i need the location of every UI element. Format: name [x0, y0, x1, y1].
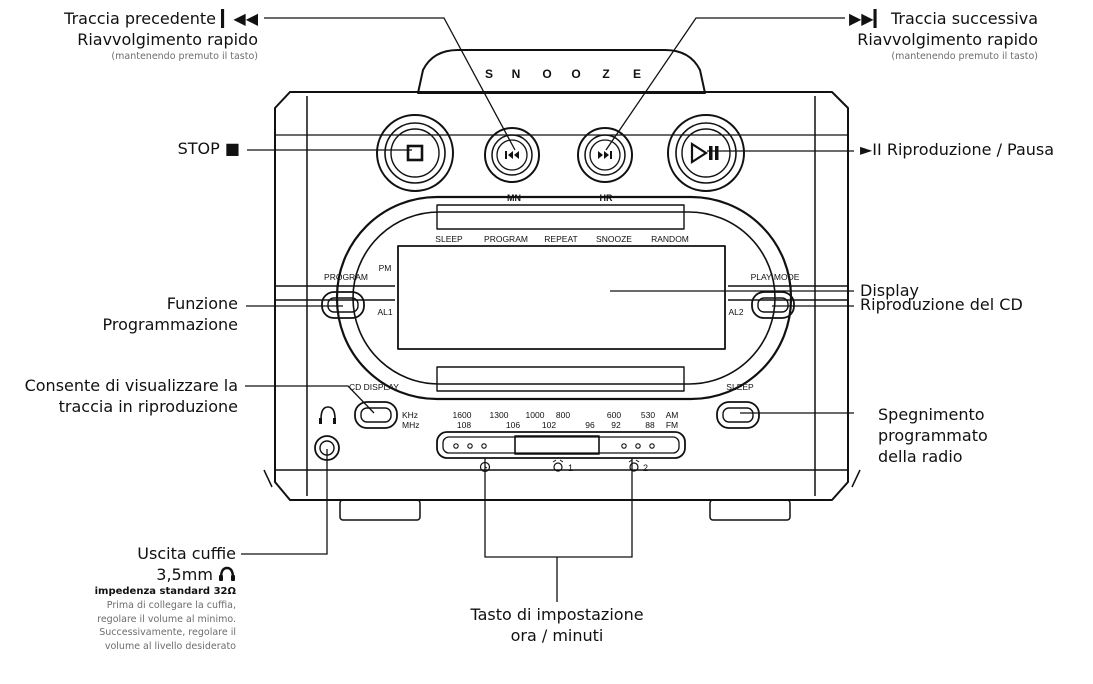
program-line2: Programmazione: [102, 315, 238, 334]
headphones-note-3: Successivamente, regolare il: [99, 627, 236, 638]
mhz-value: 106: [506, 420, 520, 430]
snooze-letter: S: [485, 67, 493, 81]
snooze-letter: O: [542, 67, 551, 81]
program-label: PROGRAM: [324, 272, 368, 282]
callout-display: Display: [860, 280, 919, 301]
alarm-2-label: 2: [643, 463, 648, 473]
mhz-value: 92: [611, 420, 621, 430]
am-label: AM: [666, 410, 679, 420]
headphones-note-1: Prima di collegare la cuffia,: [106, 600, 236, 611]
snooze-letter: E: [633, 67, 641, 81]
leader-cd-display: [245, 385, 375, 414]
sleep-label: SLEEP: [726, 382, 754, 392]
snooze-bar: [417, 49, 706, 94]
mn-label: MN: [507, 193, 521, 203]
leader-prev: [264, 17, 516, 151]
play-button-ring: [667, 114, 745, 192]
play-pause-label: ►II Riproduzione / Pausa: [860, 140, 1055, 159]
callout-headphones: Uscita cuffie 3,5mm impedenza standard 3…: [60, 543, 236, 653]
cd-display-line1: Consente di visualizzare la: [24, 376, 238, 395]
next-button-ring: [577, 127, 633, 183]
next-track-title: ▶▶▎ Traccia successiva: [848, 9, 1038, 28]
next-track-subtitle: Riavvolgimento rapido: [857, 30, 1038, 49]
stop-label: STOP ■: [177, 139, 240, 158]
device-inner-frame: [306, 96, 816, 496]
indicator-program: PROGRAM: [484, 234, 528, 244]
mhz-value: 108: [457, 420, 471, 430]
next-track-note: (mantenendo premuto il tasto): [891, 51, 1038, 62]
al2-label: AL2: [728, 307, 743, 317]
display-label: Display: [860, 281, 919, 300]
time-set-line2: ora / minuti: [510, 626, 604, 645]
khz-value: 1600: [453, 410, 472, 420]
sleep-line1: Spegnimento: [878, 405, 985, 424]
fm-label: FM: [666, 420, 678, 430]
callout-next-track: ▶▶▎ Traccia successiva Riavvolgimento ra…: [846, 8, 1038, 63]
lcd-screen: [397, 245, 726, 350]
foot-right: [709, 499, 791, 521]
pm-label: PM: [379, 263, 392, 273]
device-body-outline: [274, 91, 849, 501]
prev-track-note: (mantenendo premuto il tasto): [111, 51, 258, 62]
khz-value: 800: [556, 410, 570, 420]
snooze-letter: Z: [602, 67, 609, 81]
alarm-1-label: 1: [568, 463, 573, 473]
display-bezel-outer: [335, 195, 793, 401]
callout-prev-track: Traccia precedente ▎◀◀ Riavvolgimento ra…: [60, 8, 258, 63]
prev-track-title: Traccia precedente ▎◀◀: [64, 9, 258, 28]
leader-next: [605, 17, 845, 151]
indicator-repeat: REPEAT: [544, 234, 577, 244]
prev-button-ring: [484, 127, 540, 183]
time-set-slider: [514, 435, 600, 455]
time-set-line1: Tasto di impostazione: [470, 605, 644, 624]
prev-track-subtitle: Riavvolgimento rapido: [77, 30, 258, 49]
al1-label: AL1: [377, 307, 392, 317]
callout-play-mode: Riproduzione del CD: [860, 294, 1023, 315]
leader-headphones: [241, 449, 328, 555]
khz-value: 1000: [526, 410, 545, 420]
snooze-letter: N: [512, 67, 521, 81]
indicator-random: RANDOM: [651, 234, 689, 244]
cd-display-line2: traccia in riproduzione: [58, 397, 238, 416]
play-mode-label: PLAY MODE: [751, 272, 800, 282]
mhz-label: MHz: [402, 420, 419, 430]
headphones-line2: 3,5mm: [156, 565, 213, 584]
play-mode-callout-label: Riproduzione del CD: [860, 295, 1023, 314]
khz-value: 530: [641, 410, 655, 420]
headphones-icon: [219, 566, 235, 581]
sleep-line2: programmato: [878, 426, 988, 445]
callout-sleep: Spegnimento programmato della radio: [878, 404, 988, 467]
headphones-note-4: volume al livello desiderato: [104, 640, 236, 652]
alarm-1-icon: [553, 462, 563, 472]
program-line1: Funzione: [166, 294, 238, 313]
hr-label: HR: [600, 193, 613, 203]
mhz-value: 96: [585, 420, 595, 430]
leader-time-set: [484, 458, 633, 602]
mhz-value: 102: [542, 420, 556, 430]
snooze-letter: O: [571, 67, 580, 81]
callout-stop: STOP ■: [120, 138, 240, 159]
headphones-line1: Uscita cuffie: [137, 544, 236, 563]
sleep-line3: della radio: [878, 447, 963, 466]
khz-value: 1300: [490, 410, 509, 420]
callout-time-set: Tasto di impostazione ora / minuti: [437, 604, 677, 646]
indicator-sleep: SLEEP: [435, 234, 463, 244]
callout-cd-display: Consente di visualizzare la traccia in r…: [12, 375, 238, 417]
mhz-value: 88: [645, 420, 655, 430]
indicator-snooze: SNOOZE: [596, 234, 632, 244]
stop-button-ring: [376, 114, 454, 192]
alarm-2-icon: [629, 462, 639, 472]
callout-play-pause: ►II Riproduzione / Pausa: [860, 139, 1054, 160]
tuning-strip: [436, 431, 686, 459]
headphones-note-2: regolare il volume al minimo.: [97, 613, 236, 625]
foot-left: [339, 499, 421, 521]
headphones-impedance: impedenza standard 32Ω: [94, 586, 236, 597]
cd-display-label: CD DISPLAY: [349, 382, 399, 392]
display-bezel-inner: [352, 211, 776, 385]
headphone-icon: [320, 406, 336, 420]
callout-program: Funzione Programmazione: [100, 293, 238, 335]
khz-value: 600: [607, 410, 621, 420]
khz-label: KHz: [402, 410, 418, 420]
